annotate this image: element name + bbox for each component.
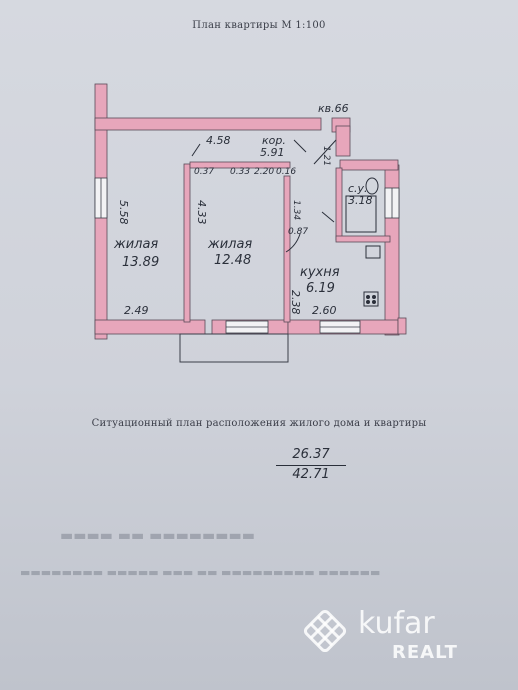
bleed-through-text-1: ▬▬▬▬ ▬▬ ▬▬▬▬▬▬▬▬ <box>60 528 255 544</box>
dim-0-37: 0.37 <box>194 167 214 177</box>
dim-2-38: 2.38 <box>289 290 302 315</box>
walls <box>94 83 407 340</box>
fixtures <box>345 177 381 307</box>
dim-0-33: 0.33 <box>230 167 250 177</box>
room-name-living-1: жилая <box>113 237 158 252</box>
dim-0-16: 0.16 <box>276 167 296 177</box>
watermark-sub: REALT <box>392 642 458 663</box>
dim-5-58: 5.58 <box>117 200 130 225</box>
room-area-kitchen: 6.19 <box>306 281 335 296</box>
room-name-corridor: кор. <box>262 134 286 147</box>
bleed-through-text-2: ▬▬▬▬▬▬▬▬ ▬▬▬▬▬ ▬▬▬ ▬▬ ▬▬▬▬▬▬▬▬▬ ▬▬▬▬▬▬ <box>20 566 381 579</box>
dim-0-87: 0.87 <box>288 227 308 237</box>
room-area-bathroom: 3.18 <box>348 194 373 207</box>
total-area: 42.71 <box>292 467 330 482</box>
kufar-logo-icon <box>303 609 347 653</box>
dim-2-49: 2.49 <box>124 304 149 317</box>
room-area-living-2: 12.48 <box>214 253 251 268</box>
living-area-total: 26.37 <box>276 446 346 466</box>
watermark: kufar REALT <box>300 606 500 666</box>
balcony <box>179 333 289 363</box>
room-name-living-2: жилая <box>207 237 252 252</box>
room-name-bathroom: с.у. <box>348 182 368 195</box>
dim-1-34: 1.34 <box>291 200 301 220</box>
dim-2-20: 2.20 <box>254 167 274 177</box>
dim-4-58: 4.58 <box>206 134 231 147</box>
dim-4-33: 4.33 <box>195 200 208 225</box>
room-area-living-1: 13.89 <box>122 255 159 270</box>
door-marks <box>191 139 337 253</box>
plan-title: План квартиры М 1:100 <box>192 20 326 31</box>
situational-plan-title: Ситуационный план расположения жилого до… <box>91 418 427 429</box>
room-area-corridor: 5.91 <box>260 146 285 159</box>
dim-1-21: 1.21 <box>321 146 331 166</box>
watermark-brand: kufar <box>358 606 435 641</box>
dim-2-60: 2.60 <box>312 304 337 317</box>
apartment-label: кв.66 <box>318 102 349 115</box>
windows <box>94 177 400 334</box>
area-fraction: 26.37 42.71 <box>276 446 346 484</box>
room-name-kitchen: кухня <box>300 265 340 280</box>
